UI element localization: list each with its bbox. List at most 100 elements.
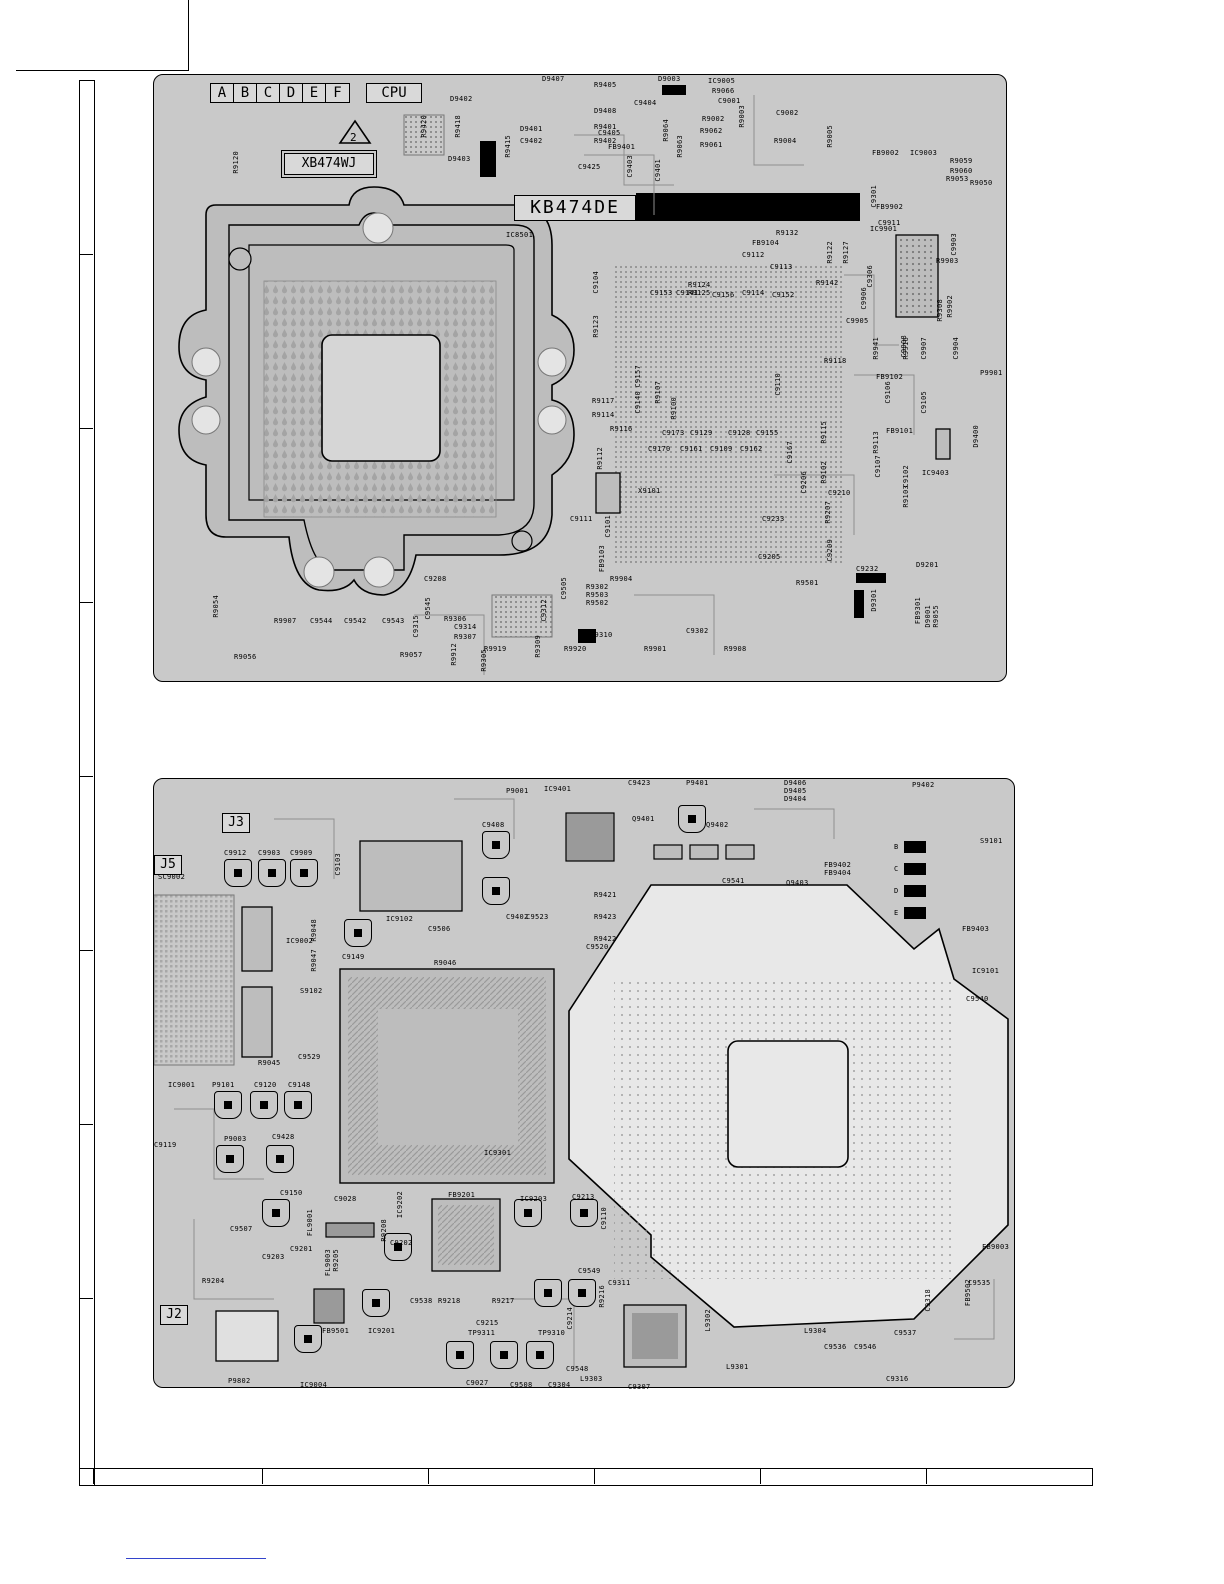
component-ref-label: C9140 bbox=[634, 391, 642, 414]
component-ref-label: C9401 bbox=[654, 159, 662, 182]
grid-letter-c: C bbox=[256, 83, 280, 103]
capacitor-pad bbox=[294, 1101, 302, 1109]
mount-hole bbox=[537, 405, 567, 435]
component-ref-label: R9116 bbox=[610, 425, 633, 433]
capacitor-pad bbox=[536, 1351, 544, 1359]
capacitor-pad bbox=[304, 1335, 312, 1343]
component-ref-label: R9054 bbox=[212, 595, 220, 618]
component-ref-label: C9402 bbox=[520, 137, 543, 145]
component-ref-label: C9205 bbox=[758, 553, 781, 561]
component-ref-label: C9536 bbox=[824, 1343, 847, 1351]
grid-letter-a: A bbox=[210, 83, 234, 103]
component-ref-label: C9508 bbox=[510, 1381, 533, 1389]
switch-pad-b bbox=[904, 841, 926, 853]
component-ref-label: C9315 bbox=[412, 615, 420, 638]
component-ref-label: C9150 bbox=[280, 1189, 303, 1197]
component-ref-label: R9062 bbox=[700, 127, 723, 135]
mount-hole bbox=[362, 212, 394, 244]
ic9403-package bbox=[935, 428, 951, 460]
component-ref-label: P9101 bbox=[212, 1081, 235, 1089]
component-ref-label: C9404 bbox=[634, 99, 657, 107]
component-ref-label: X9101 bbox=[638, 487, 661, 495]
component-ref-label: C9546 bbox=[854, 1343, 877, 1351]
component-ref-label: D9402 bbox=[450, 95, 473, 103]
grid-letter-b: B bbox=[233, 83, 257, 103]
ic9202-package bbox=[325, 1222, 375, 1238]
capacitor-pad bbox=[234, 869, 242, 877]
component-ref-label: FB9902 bbox=[876, 203, 904, 211]
component-ref-label: C9209 bbox=[826, 539, 834, 562]
component-ref-label: IC9001 bbox=[168, 1081, 196, 1089]
component-ref-label: R9309 bbox=[534, 635, 542, 658]
component-ref-label: C9535 bbox=[968, 1279, 991, 1287]
component-ref-label: R9123 bbox=[592, 315, 600, 338]
component-ref-label: C9907 bbox=[920, 337, 928, 360]
component-ref-label: C9111 bbox=[570, 515, 593, 523]
q9403-c bbox=[725, 844, 755, 860]
component-ref-label: IC9201 bbox=[368, 1327, 396, 1335]
component-ref-label: R9402 bbox=[594, 137, 617, 145]
component-ref-label: D9400 bbox=[972, 425, 980, 448]
component-ref-label: R9912 bbox=[450, 643, 458, 666]
frame-tick bbox=[79, 602, 93, 603]
connector-j2: J2 bbox=[160, 1305, 188, 1325]
component-ref-label: S9101 bbox=[980, 837, 1003, 845]
component-ref-label: C9310 bbox=[590, 631, 613, 639]
component-ref-label: R9055 bbox=[932, 605, 940, 628]
capacitor-outline bbox=[362, 1289, 390, 1317]
component-ref-label: FB9402 bbox=[824, 861, 852, 869]
component-ref-label: R9112 bbox=[596, 447, 604, 470]
component-ref-label: R9063 bbox=[676, 135, 684, 158]
component-ref-label: R9057 bbox=[400, 651, 423, 659]
component-ref-label: IC9003 bbox=[910, 149, 938, 157]
component-ref-label: FL9003 bbox=[324, 1249, 332, 1277]
q9403-a bbox=[653, 844, 683, 860]
component-ref-label: P9402 bbox=[912, 781, 935, 789]
component-ref-label: IC9004 bbox=[300, 1381, 328, 1389]
capacitor-outline bbox=[216, 1145, 244, 1173]
ic9102-package bbox=[359, 840, 463, 912]
d9201-package bbox=[856, 573, 886, 583]
component-ref-label: L9302 bbox=[704, 1309, 712, 1332]
capacitor-outline bbox=[384, 1233, 412, 1261]
component-ref-label: R9100 bbox=[670, 397, 678, 420]
ic9302-area bbox=[491, 594, 553, 638]
capacitor-pad bbox=[524, 1209, 532, 1217]
component-ref-label: R9061 bbox=[700, 141, 723, 149]
component-ref-label: C9155 bbox=[756, 429, 779, 437]
connector-j5: J5 bbox=[154, 855, 182, 875]
mount-hole bbox=[363, 556, 395, 588]
switch-pad-d bbox=[904, 885, 926, 897]
component-ref-label: IC9901 bbox=[870, 225, 898, 233]
component-ref-label: IC9002 bbox=[286, 937, 314, 945]
component-ref-label: R9308 bbox=[936, 299, 944, 322]
component-ref-label: C9405 bbox=[598, 129, 621, 137]
component-ref-label: R9907 bbox=[274, 617, 297, 625]
component-ref-label: C9028 bbox=[334, 1195, 357, 1203]
component-ref-label: FB9201 bbox=[448, 1191, 476, 1199]
capacitor-pad bbox=[544, 1289, 552, 1297]
component-ref-label: C9540 bbox=[966, 995, 989, 1003]
component-ref-label: C9542 bbox=[344, 617, 367, 625]
component-ref-label: D9003 bbox=[658, 75, 681, 83]
component-ref-label: L9301 bbox=[726, 1363, 749, 1371]
capacitor-pad bbox=[372, 1299, 380, 1307]
component-ref-label: P9401 bbox=[686, 779, 709, 787]
component-ref-label: Q9401 bbox=[632, 815, 655, 823]
component-ref-label: R9117 bbox=[592, 397, 615, 405]
cpu-center-pad bbox=[727, 1040, 849, 1168]
component-ref-label: C9129 bbox=[690, 429, 713, 437]
warning-number: 2 bbox=[350, 131, 357, 144]
part-code-label: KB474DE bbox=[514, 195, 636, 221]
mount-hole bbox=[191, 405, 221, 435]
component-ref-label: D9001 bbox=[924, 605, 932, 628]
capacitor-outline bbox=[514, 1199, 542, 1227]
component-ref-label: FB9002 bbox=[872, 149, 900, 157]
component-ref-label: FB9502 bbox=[964, 1279, 972, 1307]
component-ref-label: C9110 bbox=[600, 1207, 608, 1230]
cpu-socket-mid-outline bbox=[248, 244, 515, 501]
component-ref-label: C9210 bbox=[828, 489, 851, 497]
component-ref-label: C9206 bbox=[800, 471, 808, 494]
component-ref-label: C9002 bbox=[776, 109, 799, 117]
